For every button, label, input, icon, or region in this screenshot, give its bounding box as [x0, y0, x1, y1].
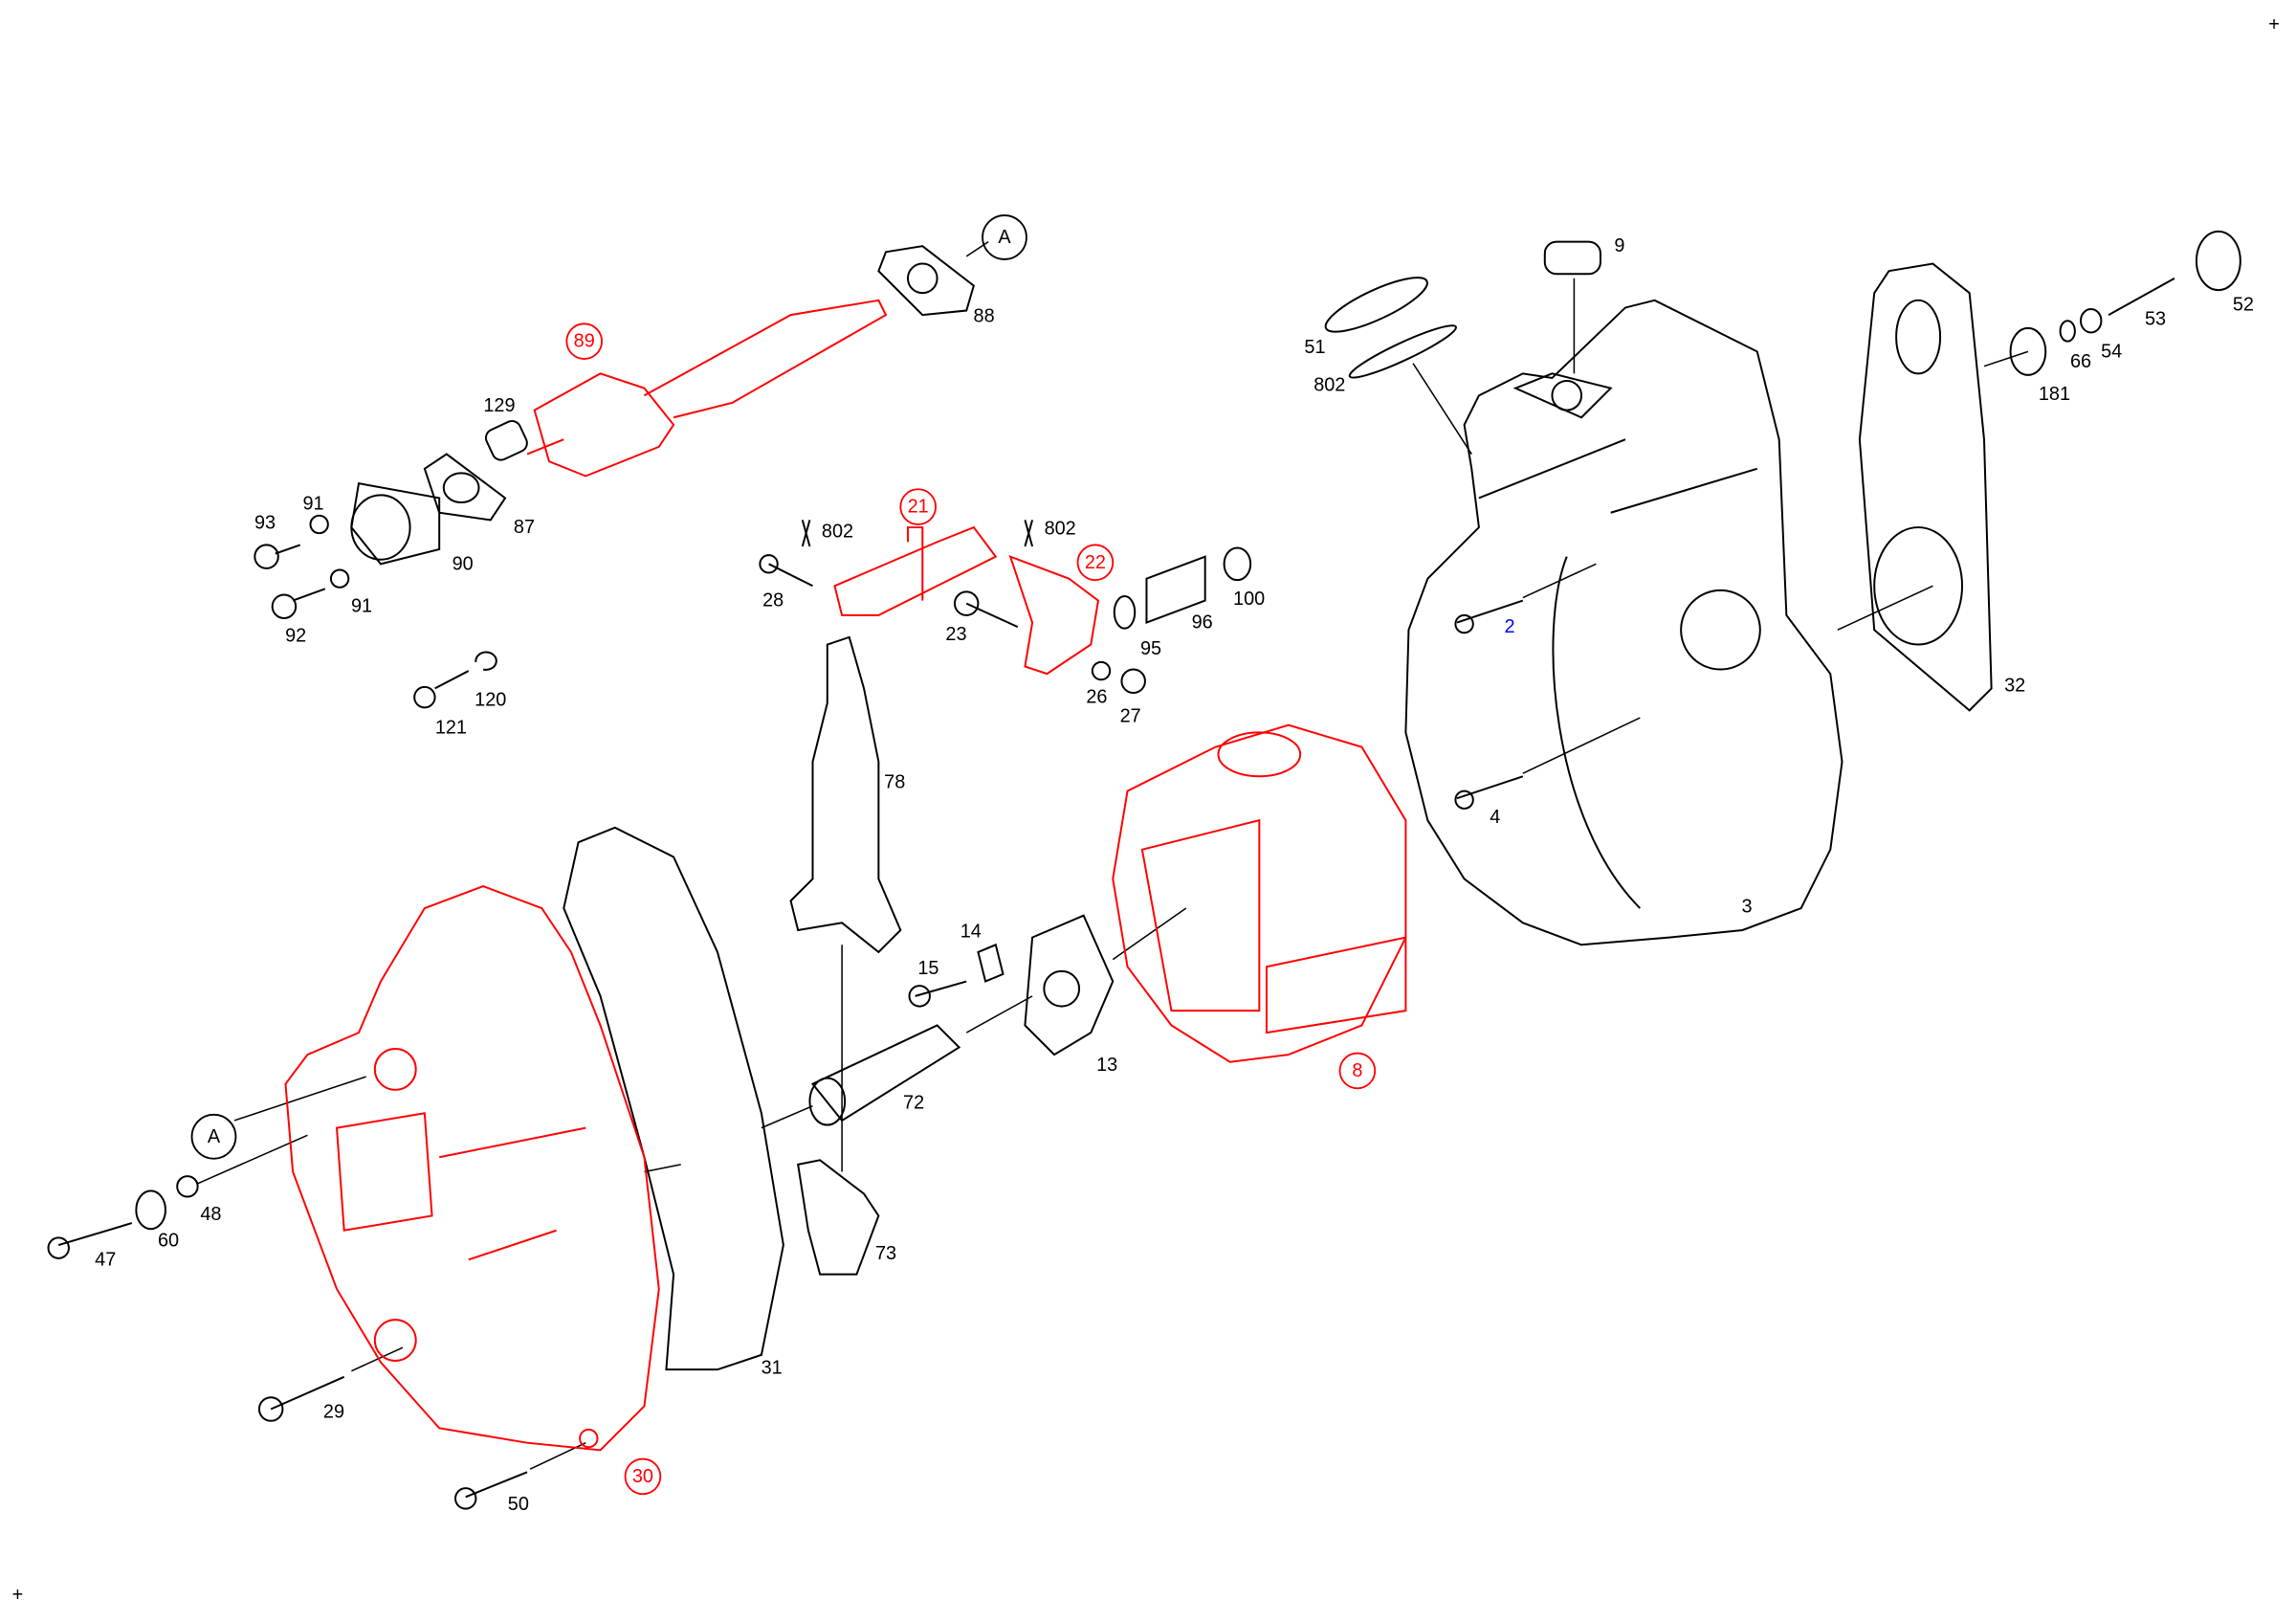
- highlighted-part-label: 30: [632, 1466, 653, 1487]
- part-label: 53: [2145, 309, 2166, 330]
- part-label: 51: [1304, 337, 1325, 358]
- part-label: 802: [1045, 519, 1076, 540]
- highlighted-part-label: 21: [908, 497, 929, 518]
- part-label: 60: [158, 1230, 179, 1251]
- part-label: 27: [1120, 706, 1141, 727]
- part-label: 88: [974, 306, 995, 327]
- part-label: 26: [1086, 687, 1107, 708]
- part-label: 3: [1741, 896, 1752, 917]
- callout-circle: [565, 322, 603, 360]
- callout-circle: [1338, 1052, 1377, 1090]
- part-label: 50: [508, 1494, 529, 1515]
- part-label: 14: [960, 922, 982, 943]
- part-label: 120: [475, 690, 506, 711]
- part-label: 66: [2070, 351, 2091, 372]
- part-label: 54: [2101, 341, 2122, 362]
- part-label: 93: [254, 512, 276, 533]
- info-part-label: 2: [1505, 616, 1515, 637]
- reference-marker-label: A: [208, 1126, 221, 1147]
- highlighted-part-label: 89: [574, 331, 595, 352]
- part-label: 90: [453, 553, 474, 574]
- callout-circle: [982, 214, 1027, 260]
- callout-circle: [899, 488, 937, 525]
- part-label: 92: [285, 625, 306, 646]
- part-label: 91: [302, 494, 323, 515]
- callout-circle: [190, 1113, 237, 1160]
- part-label: 129: [483, 395, 515, 416]
- part-label: 32: [2004, 675, 2025, 696]
- part-label: 47: [95, 1249, 116, 1270]
- part-label: 87: [514, 517, 535, 538]
- part-label: 181: [2039, 384, 2070, 405]
- highlighted-part-label: 8: [1352, 1060, 1362, 1081]
- corner-mark: +: [12, 1585, 24, 1606]
- part-label: 13: [1096, 1055, 1117, 1076]
- reference-marker-label: A: [998, 227, 1011, 248]
- part-label: 121: [435, 718, 467, 739]
- part-label: 72: [903, 1093, 924, 1114]
- part-label: 28: [762, 590, 784, 611]
- highlighted-part-label: 22: [1085, 552, 1106, 573]
- part-label: 52: [2233, 294, 2254, 315]
- part-label: 802: [822, 522, 853, 543]
- part-label: 48: [200, 1204, 221, 1225]
- part-label: 23: [945, 624, 966, 645]
- part-label: 15: [917, 958, 938, 979]
- part-label: 95: [1140, 638, 1161, 659]
- drawing-black-parts: [47, 230, 2241, 1510]
- callout-circle: [1076, 544, 1115, 582]
- part-label: 78: [884, 771, 905, 792]
- part-label: 96: [1192, 612, 1213, 634]
- part-label: 9: [1614, 235, 1624, 256]
- part-label: 29: [323, 1402, 344, 1423]
- part-label: 4: [1490, 807, 1500, 828]
- corner-mark: +: [2268, 14, 2280, 35]
- callout-circle: [624, 1457, 662, 1496]
- part-label: 73: [875, 1243, 896, 1264]
- drawing-highlighted-parts: [284, 299, 1407, 1452]
- part-label: 802: [1314, 375, 1345, 396]
- part-label: 100: [1233, 589, 1265, 610]
- part-label: 31: [762, 1358, 783, 1379]
- part-label: 91: [351, 596, 372, 617]
